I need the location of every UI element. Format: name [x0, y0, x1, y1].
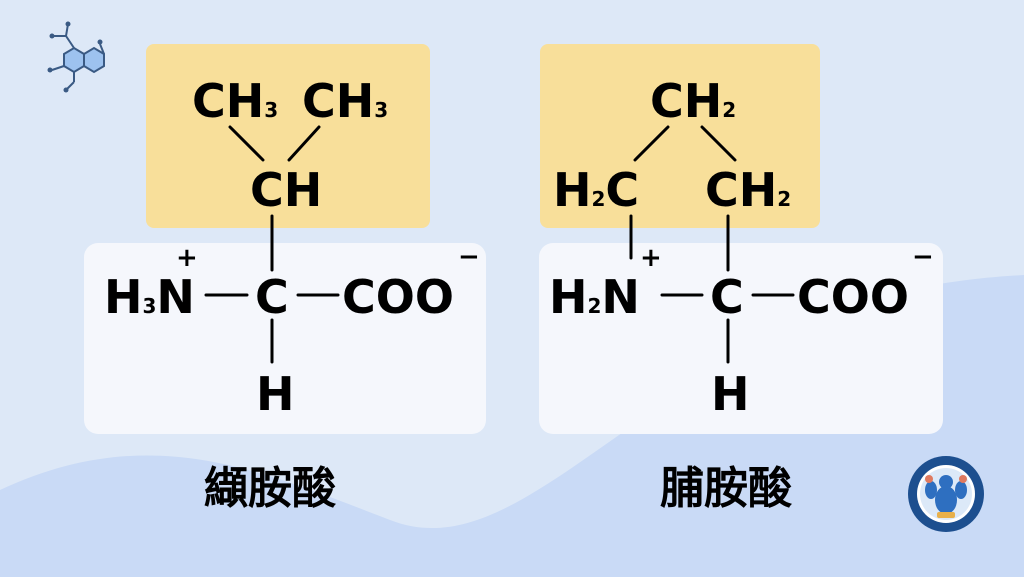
- valine-right-methyl: CH3: [302, 74, 388, 128]
- valine-side-chain-box: [146, 44, 430, 228]
- valine-alpha-carbon: C: [255, 270, 289, 324]
- valine-backbone-box: [84, 243, 486, 434]
- proline-name: 脯胺酸: [660, 463, 793, 514]
- proline-left-ch2: H2C: [553, 163, 639, 217]
- proline-carboxyl-charge: −: [912, 242, 934, 272]
- brain-god-logo: [908, 456, 984, 532]
- valine-ch: CH: [250, 163, 322, 217]
- valine-amine-charge: +: [176, 243, 198, 273]
- proline-amine: H2N: [549, 270, 640, 324]
- valine-bond-right-methyl: [287, 125, 321, 162]
- proline-alpha-carbon: C: [710, 270, 744, 324]
- valine-name: 纈胺酸: [204, 463, 337, 514]
- proline-bond-top-right: [700, 125, 737, 162]
- valine-carboxyl-charge: −: [458, 242, 480, 272]
- proline-side-chain-box: [540, 44, 820, 228]
- proline-right-ch2: CH2: [705, 163, 791, 217]
- proline-hydrogen: H: [711, 367, 750, 421]
- valine-left-methyl: CH3: [192, 74, 278, 128]
- proline-amine-charge: +: [640, 243, 662, 273]
- molecule-icon: [47, 21, 105, 93]
- proline-backbone-box: [539, 243, 943, 434]
- valine-hydrogen: H: [256, 367, 295, 421]
- valine-carboxyl: COO: [342, 270, 454, 324]
- proline-carboxyl: COO: [797, 270, 909, 324]
- valine-bond-left-methyl: [228, 125, 265, 162]
- proline-top-ch2: CH2: [650, 74, 736, 128]
- proline-bond-top-left: [633, 125, 670, 162]
- valine-amine: H3N: [104, 270, 195, 324]
